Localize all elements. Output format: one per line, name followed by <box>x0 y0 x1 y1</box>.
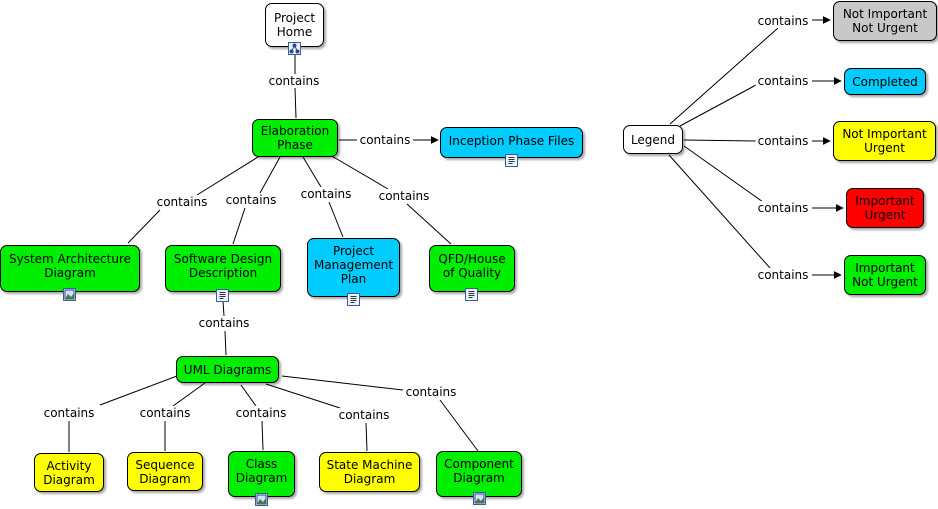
node-label: State Machine Diagram <box>326 458 413 486</box>
node-label: Elaboration Phase <box>260 124 330 152</box>
node-state-machine-diagram[interactable]: State Machine Diagram <box>319 452 420 492</box>
node-label: Not Important Urgent <box>842 127 927 155</box>
node-software-design-description[interactable]: Software Design Description <box>165 245 281 292</box>
legend-important-not-urgent[interactable]: Important Not Urgent <box>844 255 926 295</box>
document-icon[interactable] <box>216 289 229 302</box>
node-component-diagram[interactable]: Component Diagram <box>436 451 522 497</box>
node-project-home[interactable]: Project Home <box>265 3 324 47</box>
node-label: Project Home <box>273 11 316 39</box>
node-label: Legend <box>630 132 676 147</box>
link-label: contains <box>41 406 97 420</box>
legend-not-important-urgent[interactable]: Not Important Urgent <box>833 121 936 161</box>
node-label: UML Diagrams <box>183 362 272 377</box>
link-label: contains <box>755 201 811 215</box>
link-label: contains <box>266 74 322 88</box>
link-label: contains <box>357 133 413 147</box>
link-label: contains <box>298 187 354 201</box>
node-label: Important Urgent <box>855 194 915 222</box>
document-icon[interactable] <box>347 293 360 306</box>
node-label: Not Important Not Urgent <box>842 7 928 35</box>
node-inception-phase-files[interactable]: Inception Phase Files <box>440 127 583 158</box>
node-legend[interactable]: Legend <box>623 125 683 154</box>
node-sequence-diagram[interactable]: Sequence Diagram <box>127 452 203 491</box>
link-label: contains <box>233 406 289 420</box>
node-uml-diagrams[interactable]: UML Diagrams <box>176 356 279 383</box>
legend-important-urgent[interactable]: Important Urgent <box>846 188 924 228</box>
link-label: contains <box>755 134 811 148</box>
image-icon[interactable] <box>255 493 268 506</box>
node-label: Project Management Plan <box>313 244 394 286</box>
link-label: contains <box>223 193 279 207</box>
document-icon[interactable] <box>505 154 518 167</box>
node-elaboration-phase[interactable]: Elaboration Phase <box>252 119 338 157</box>
image-icon[interactable] <box>63 288 76 301</box>
link-label: contains <box>154 195 210 209</box>
node-label: Inception Phase Files <box>448 134 575 148</box>
image-icon[interactable] <box>473 492 486 505</box>
node-label: Component Diagram <box>444 457 514 485</box>
link-label: contains <box>336 408 392 422</box>
cmap-icon[interactable] <box>288 42 301 55</box>
link-label: contains <box>403 385 459 399</box>
node-activity-diagram[interactable]: Activity Diagram <box>34 453 104 492</box>
node-label: Completed <box>852 74 918 89</box>
node-label: QFD/House of Quality <box>438 252 506 280</box>
node-label: Software Design Description <box>173 252 273 280</box>
node-label: Class Diagram <box>235 457 288 485</box>
node-label: Activity Diagram <box>43 458 95 487</box>
link-label: contains <box>137 406 193 420</box>
link-label: contains <box>196 316 252 330</box>
document-icon[interactable] <box>465 288 478 301</box>
legend-not-important-not-urgent[interactable]: Not Important Not Urgent <box>833 1 937 41</box>
link-label: contains <box>376 189 432 203</box>
node-project-management-plan[interactable]: Project Management Plan <box>307 238 400 297</box>
link-label: contains <box>755 74 811 88</box>
node-label: Sequence Diagram <box>135 457 195 486</box>
node-label: Important Not Urgent <box>852 261 918 289</box>
node-label: System Architecture Diagram <box>8 252 132 280</box>
node-qfd-house-of-quality[interactable]: QFD/House of Quality <box>429 245 515 292</box>
node-class-diagram[interactable]: Class Diagram <box>228 451 295 497</box>
link-label: contains <box>755 14 811 28</box>
legend-completed[interactable]: Completed <box>844 68 926 95</box>
link-label: contains <box>755 268 811 282</box>
node-system-architecture-diagram[interactable]: System Architecture Diagram <box>0 245 140 292</box>
